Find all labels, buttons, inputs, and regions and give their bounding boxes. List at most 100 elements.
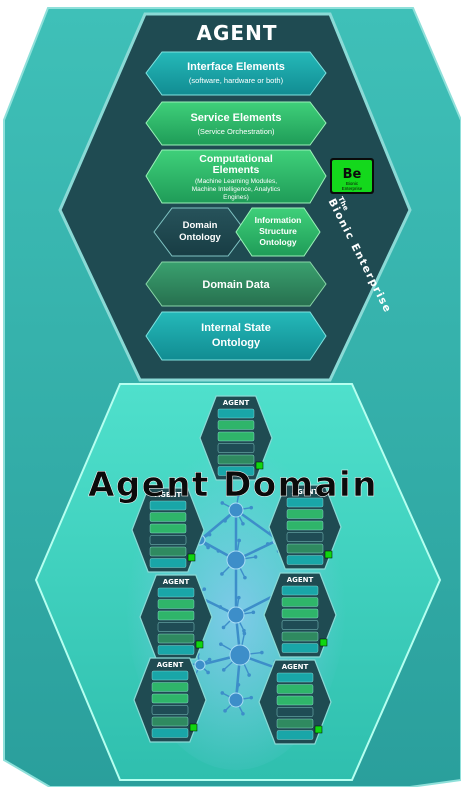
mini-agent-badge [314,725,323,734]
network-leaf [223,709,227,713]
computational-sub-2: Machine Intelligence, Analytics [192,186,281,193]
bionic-enterprise-badge: Be Bionic Enterprise [330,158,374,194]
mini-agent: AGENT [133,657,207,743]
mini-agent-title: AGENT [282,663,309,671]
mini-agent-band [217,408,255,419]
mini-agent-band [286,509,324,519]
interface-elements-sub: (software, hardware or both) [189,76,284,85]
mini-agent-band [276,695,314,706]
information-structure-ontology-block: Information Structure Ontology [235,207,321,257]
mini-agent-band [276,718,314,729]
mini-agent-band [286,497,324,508]
network-leaf [219,642,223,646]
mini-agent-band [217,454,255,465]
network-leaf [206,670,210,675]
mini-agent-band [276,730,314,740]
network-leaf [223,519,227,523]
mini-agent-badge [195,640,204,649]
mini-agent-badge [319,638,328,647]
mini-agent: AGENT [139,574,213,660]
mini-agent-badge [189,723,198,732]
domain-ontology-line-2: Ontology [179,232,221,243]
mini-agent-band [286,555,324,565]
mini-agent-badge [324,550,333,559]
mini-agent-band [157,610,195,621]
domain-ontology-block: Domain Ontology [153,207,247,257]
mini-agent-badge [255,461,264,470]
mini-agent-band [276,684,314,694]
mini-agent-band [151,716,189,727]
mini-agent: AGENT [263,572,337,658]
mini-agent-band [157,622,195,632]
network-node [228,692,244,708]
mini-agent: AGENT [258,659,332,745]
mini-agent-title: AGENT [292,488,319,496]
mini-agent: AGENT [131,487,205,573]
mini-agent-band [276,707,314,717]
domain-data-block: Domain Data [145,261,327,307]
network-leaf [202,587,207,591]
mini-agent-band [217,420,255,430]
computational-sub-1: (Machine Learning Modules, [195,178,277,185]
badge-line-1: Bionic [346,181,359,186]
mini-agent-band [151,682,189,692]
mini-agent-band [281,620,319,630]
network-node [228,502,244,518]
badge-line-2: Enterprise [342,186,363,191]
mini-agent-band [149,546,187,557]
domain-data-title: Domain Data [202,279,270,291]
mini-agent-band [217,466,255,476]
mini-agent-band [151,693,189,704]
computational-sub-3: Engines) [223,194,249,201]
mini-agent-band [157,633,195,644]
mini-agent-band [149,500,187,511]
mini-agent-band [149,535,187,545]
mini-agent-title: AGENT [155,491,182,499]
service-elements-block: Service Elements (Service Orchestration) [145,101,327,146]
mini-agent-band [151,705,189,715]
network-leaf [249,505,254,510]
network-leaf [220,501,225,505]
network-leaf [243,575,247,580]
mini-agent-band [286,532,324,542]
mini-agent-title: AGENT [163,578,190,586]
mini-agent-band [286,520,324,531]
network-link [234,508,280,542]
internal-state-line-2: Ontology [212,337,261,349]
agent-title: AGENT [197,21,278,45]
mini-agents: AGENT AGENT AGENT AGENT AGENT AGENT AGENT [131,395,342,745]
mini-agent-title: AGENT [287,576,314,584]
network-leaf [237,595,241,600]
mini-agent-band [217,431,255,442]
network-leaf [221,668,226,672]
mini-agent-band [217,443,255,453]
mini-agent-band [276,672,314,683]
mini-agent-badge [187,553,196,562]
network-leaf [253,555,258,559]
mini-agent-band [157,599,195,609]
mini-agent-band [281,643,319,653]
network-leaf [265,542,270,546]
network-leaf [218,605,223,609]
mini-agent-band [149,523,187,534]
interface-elements-block: Interface Elements (software, hardware o… [145,51,327,96]
network-leaf [260,650,264,655]
agent-domain-title: Agent Domain [88,465,378,505]
computational-title-1: Computational [199,153,273,165]
network-node [194,659,206,671]
network-leaf [242,631,247,636]
network-leaf [220,691,225,695]
mini-agent-title: AGENT [157,661,184,669]
network-leaf [207,657,212,662]
mini-agent-band [149,512,187,522]
mini-agent-band [149,558,187,568]
mini-agent: AGENT [199,395,273,481]
network-leaf [251,610,256,615]
mini-agent-band [281,597,319,607]
network-node [229,644,251,666]
mini-agent-band [157,645,195,655]
network-leaf [221,625,226,630]
computational-title-2: Elements [213,164,260,176]
mini-agent-band [286,543,324,554]
network-leaf [241,521,245,526]
